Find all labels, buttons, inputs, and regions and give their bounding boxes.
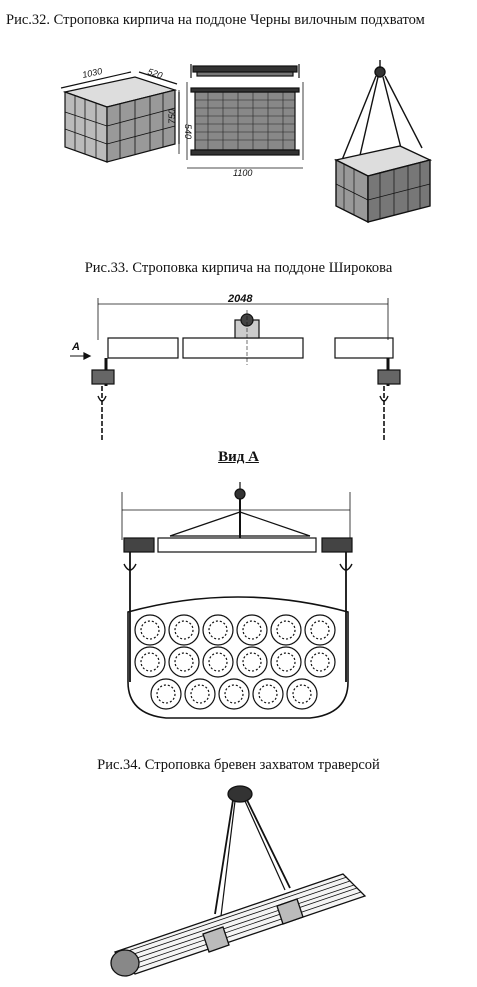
figure-32-caption: Рис.32. Строповка кирпича на поддоне Чер…	[6, 12, 425, 28]
dim-1030: 1030	[81, 66, 103, 80]
log-cross-section	[202, 646, 234, 678]
view-a-traverse-logs	[121, 482, 353, 719]
log-ring	[208, 620, 228, 640]
log-ring	[174, 652, 194, 672]
fig34-log-bundle	[110, 785, 367, 977]
log-ring	[310, 652, 330, 672]
dim-1100: 1100	[233, 168, 252, 178]
fig32-fork-clamp-views: 750 1100	[167, 64, 304, 178]
log-ring	[174, 620, 194, 640]
log-ring	[242, 652, 262, 672]
log-cross-section	[168, 646, 200, 678]
log-ring	[140, 620, 160, 640]
fig32-slung-pallet	[333, 60, 433, 224]
log-cross-section	[218, 678, 250, 710]
log-cross-section	[270, 646, 302, 678]
log-cross-section	[304, 614, 336, 646]
fig33-beam-gripper: 2048 А	[70, 293, 401, 440]
figure-33-caption: Рис.33. Строповка кирпича на поддоне Шир…	[84, 260, 393, 276]
log-cross-section	[236, 646, 268, 678]
log-ring	[242, 620, 262, 640]
log-cross-section	[150, 678, 182, 710]
log-cross-section	[202, 614, 234, 646]
dim-520: 520	[146, 66, 163, 80]
log-cross-section	[286, 678, 318, 710]
log-ring	[140, 652, 160, 672]
log-cross-section	[236, 614, 268, 646]
dim-750: 750	[167, 109, 177, 124]
log-ring	[276, 620, 296, 640]
dim-540: 540	[183, 124, 193, 139]
log-cross-section	[184, 678, 216, 710]
log-ring	[224, 684, 244, 704]
log-ring	[310, 620, 330, 640]
log-cross-section	[304, 646, 336, 678]
log-cross-section	[270, 614, 302, 646]
log-ring	[156, 684, 176, 704]
log-ring	[258, 684, 278, 704]
log-ring	[292, 684, 312, 704]
dim-2048: 2048	[227, 293, 253, 305]
figure-34-caption: Рис.34. Строповка бревен захватом травер…	[97, 757, 380, 773]
log-ring	[208, 652, 228, 672]
log-cross-section	[134, 646, 166, 678]
log-ring	[190, 684, 210, 704]
log-cross-section	[252, 678, 284, 710]
log-cross-section	[168, 614, 200, 646]
log-ring	[276, 652, 296, 672]
view-a-marker: А	[71, 341, 80, 353]
fig32-pallet-isometric: 1030 520 540	[60, 66, 193, 163]
view-a-label: Вид А	[218, 449, 259, 465]
log-cross-section	[134, 614, 166, 646]
